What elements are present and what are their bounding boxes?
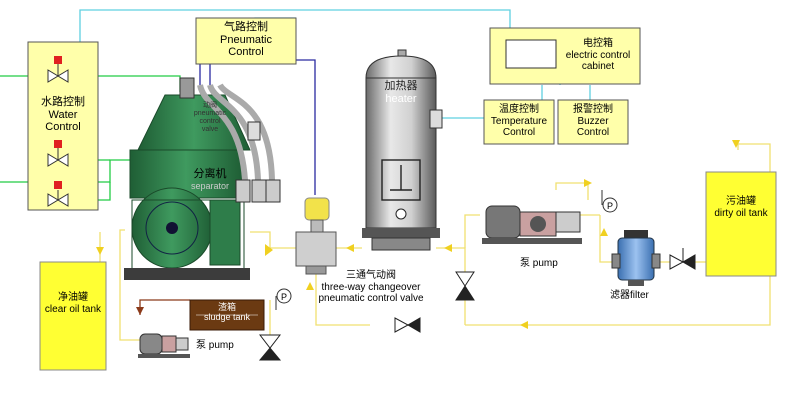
small-valve-en3: valve [201,126,219,134]
separator [124,77,251,280]
dirty-oil-tank [705,171,777,277]
separator-label: 分离机 separator [180,168,240,191]
water-control-en1: Water [48,108,78,121]
clear-oil-tank-label: 净油罐 clear oil tank [40,292,106,315]
electric-cabinet-label: 电控箱 electric control cabinet [556,38,640,73]
sludge-arrow [136,307,144,315]
main-pump [482,205,582,244]
heater [362,49,443,251]
buzzer-control-label: 报警控制 Buzzer Control [558,104,628,139]
pneumatic-control-panel [195,17,297,65]
check-valve-middle[interactable] [455,271,475,301]
sludge-pump-zh: 泵 [196,340,206,351]
sludge-pump-en: pump [208,340,234,351]
temperature-control-zh: 温度控制 [499,104,539,115]
heater-label: 加热器 heater [366,80,436,105]
clear-oil-tank-en: clear oil tank [44,303,102,315]
small-valve-en2: control [199,118,221,126]
check-valve-sludge[interactable] [258,334,282,361]
heater-en: heater [385,92,417,105]
three-way-valve-zh: 三通气动阀 [346,270,396,281]
three-way-valve[interactable] [295,197,337,275]
water-control-en2: Control [45,121,81,134]
electric-cabinet-zh: 电控箱 [583,38,613,49]
heater-zh: 加热器 [384,80,418,92]
dirty-oil-tank-zh: 污油罐 [726,196,756,207]
temperature-control-en2: Control [502,127,536,138]
pressure-gauge-pump: P [601,190,618,213]
main-pump-en: pump [532,258,558,269]
check-valve-dirty[interactable] [669,248,696,270]
sludge-lines [139,299,190,315]
main-pump-zh: 泵 [520,258,530,269]
cabinet-display [505,39,557,69]
buzzer-control-panel [557,99,629,145]
water-valve-3[interactable] [47,181,69,207]
filter-label: 滤器filter [610,290,649,302]
pneumatic-control-en2: Control [228,46,264,59]
main-pump-label: 泵 pump [520,258,558,270]
small-valve-label: 动阀 pneumatic control valve [190,102,230,134]
pneumatic-control-label: 气路控制 Pneumatic Control [196,21,296,59]
pneumatic-control-zh: 气路控制 [224,21,268,33]
sludge-tank-en: sludge tank [203,312,251,323]
filter [611,230,661,286]
sludge-tank-label: 渣箱 sludge tank [190,302,264,323]
air-lines [199,59,316,195]
sludge-pump-label: 泵 pump [196,340,234,352]
temperature-control-panel [483,99,555,145]
pressure-gauge-sludge-label: P [281,292,287,302]
three-way-valve-en1: three-way changeover [321,281,421,293]
electric-cabinet-en2: cabinet [581,61,615,72]
temperature-control-label: 温度控制 Temperature Control [484,104,554,139]
sludge-pump [138,333,190,358]
filter-en: filter [630,290,649,301]
water-control-label: 水路控制 Water Control [28,96,98,134]
pneumatic-valve-bank [197,83,281,203]
small-valve-zh: 动阀 [203,102,217,109]
electric-cabinet-en1: electric control [565,49,631,61]
water-control-zh: 水路控制 [41,96,85,108]
dirty-oil-tank-en: dirty oil tank [714,207,768,219]
pressure-gauge-pump-label: P [607,201,613,211]
three-way-valve-label: 三通气动阀 three-way changeover pneumatic con… [296,270,446,305]
buzzer-control-zh: 报警控制 [573,104,613,115]
water-valve-2[interactable] [47,140,69,167]
dirty-oil-tank-label: 污油罐 dirty oil tank [706,196,776,219]
separator-zh: 分离机 [193,168,227,180]
buzzer-control-en2: Control [576,127,610,138]
sludge-tank-zh: 渣箱 [217,302,236,312]
filter-zh: 滤器 [610,290,630,301]
pneumatic-control-en1: Pneumatic [220,33,272,46]
small-valve-en1: pneumatic [193,110,227,118]
water-control-panel [27,41,99,211]
three-way-valve-en2: pneumatic control valve [318,293,424,304]
water-valve-1[interactable] [47,56,69,83]
pressure-gauge-sludge: P [275,288,292,310]
check-valve-bottom[interactable] [394,317,421,333]
separator-en: separator [190,180,230,191]
flow-arrows [96,140,740,329]
clear-oil-tank-zh: 净油罐 [58,292,88,303]
buzzer-control-en1: Buzzer [577,115,609,127]
temperature-control-en1: Temperature [490,115,548,127]
clear-oil-tank [39,261,107,371]
